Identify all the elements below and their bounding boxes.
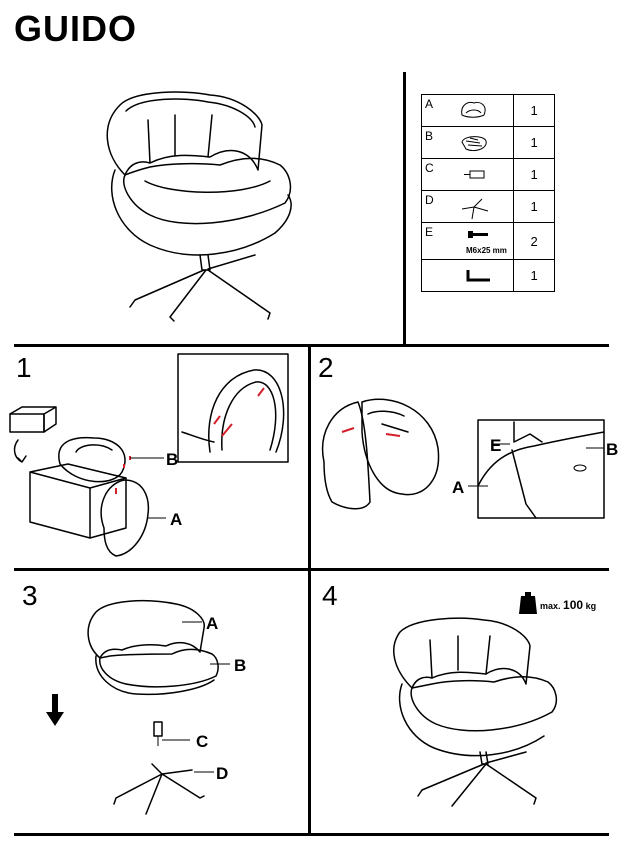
label-d: D xyxy=(216,764,229,783)
step-2-illustration xyxy=(321,398,605,519)
max-weight-unit: kg xyxy=(585,601,597,611)
part-row: 1 xyxy=(420,259,555,292)
label-b: B xyxy=(166,450,179,469)
part-row: E M6x25 mm 2 xyxy=(420,222,555,260)
step-1-number: 1 xyxy=(16,352,32,383)
part-row: A 1 xyxy=(420,94,555,127)
cushion-icon xyxy=(461,136,487,152)
part-letter: B xyxy=(425,129,434,143)
allen-key-icon xyxy=(466,270,490,282)
max-weight-label: max. 100 kg xyxy=(540,598,596,612)
bolt-icon xyxy=(468,231,488,238)
document-title: GUIDO xyxy=(14,8,138,49)
max-weight-prefix: max. xyxy=(540,601,561,611)
label-a: A xyxy=(452,478,465,497)
step-4-number: 4 xyxy=(322,580,338,611)
gas-lift-icon xyxy=(464,170,485,179)
part-qty: 1 xyxy=(513,190,555,223)
part-letter: E xyxy=(425,225,434,239)
step-2-number: 2 xyxy=(318,352,334,383)
star-base-icon xyxy=(461,198,489,220)
max-weight-value: 100 xyxy=(563,598,584,612)
part-row: C 1 xyxy=(420,158,555,191)
part-letter: D xyxy=(425,193,434,207)
part-qty: 1 xyxy=(513,158,555,191)
part-qty: 1 xyxy=(513,94,555,127)
step-3-number: 3 xyxy=(22,580,38,611)
part-qty: 2 xyxy=(513,222,555,260)
part-row: B 1 xyxy=(420,126,555,159)
bolt-spec: M6x25 mm xyxy=(466,246,507,255)
part-letter: A xyxy=(425,97,434,111)
label-b: B xyxy=(606,440,619,459)
part-letter: C xyxy=(425,161,434,175)
part-qty: 1 xyxy=(513,126,555,159)
label-a: A xyxy=(206,614,219,633)
weight-icon xyxy=(519,592,537,614)
label-a: A xyxy=(170,510,183,529)
label-b: B xyxy=(234,656,247,675)
seat-shell-icon xyxy=(461,102,486,118)
step-1-illustration xyxy=(9,353,289,557)
label-e: E xyxy=(490,436,502,455)
part-row: D 1 xyxy=(420,190,555,223)
label-c: C xyxy=(196,732,209,751)
step-3-illustration xyxy=(46,600,230,815)
step-4-illustration xyxy=(393,617,558,807)
chair-overview-illustration xyxy=(106,91,292,322)
parts-list-table: A 1 B 1 C 1 D 1 E M6x25 mm 2 xyxy=(420,94,555,292)
part-qty: 1 xyxy=(513,259,555,292)
